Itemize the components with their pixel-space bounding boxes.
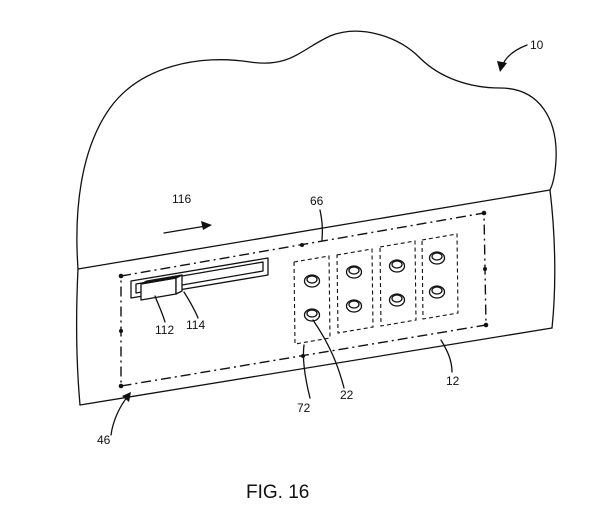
label-light-sensor: 22 [340, 388, 354, 402]
sensor-group-4 [421, 233, 459, 320]
leader-12 [440, 339, 453, 373]
label-slider-knob: 112 [155, 323, 174, 337]
figure-caption: FIG. 16 [246, 482, 309, 503]
sensor-group-3 [379, 240, 417, 327]
slider-track [130, 257, 269, 299]
leader-46 [110, 392, 131, 436]
label-direction: 116 [172, 192, 191, 206]
region-46-outline [118, 210, 489, 389]
leader-22 [312, 319, 345, 389]
label-housing: 12 [446, 374, 460, 388]
direction-arrow-icon [163, 221, 212, 234]
leader-112 [154, 295, 166, 323]
leader-72 [302, 344, 311, 399]
label-display-region: 46 [97, 433, 111, 447]
slider-knob [140, 274, 183, 301]
leader-66 [319, 209, 324, 241]
housing-bottom-edge [79, 327, 553, 406]
label-slider-track: 114 [186, 318, 205, 332]
label-outline-72: 72 [297, 401, 311, 415]
label-outline-66: 66 [310, 194, 324, 208]
sensor-group-1 [293, 255, 331, 345]
device-pointer-arrow [497, 44, 528, 72]
housing-right-edge [549, 189, 556, 329]
label-device: 10 [530, 38, 544, 52]
leader-114 [183, 291, 199, 319]
device-outline [76, 30, 557, 270]
housing-top-edge [77, 189, 551, 270]
sensor-group-2 [336, 248, 374, 334]
housing-left-edge [76, 268, 81, 406]
